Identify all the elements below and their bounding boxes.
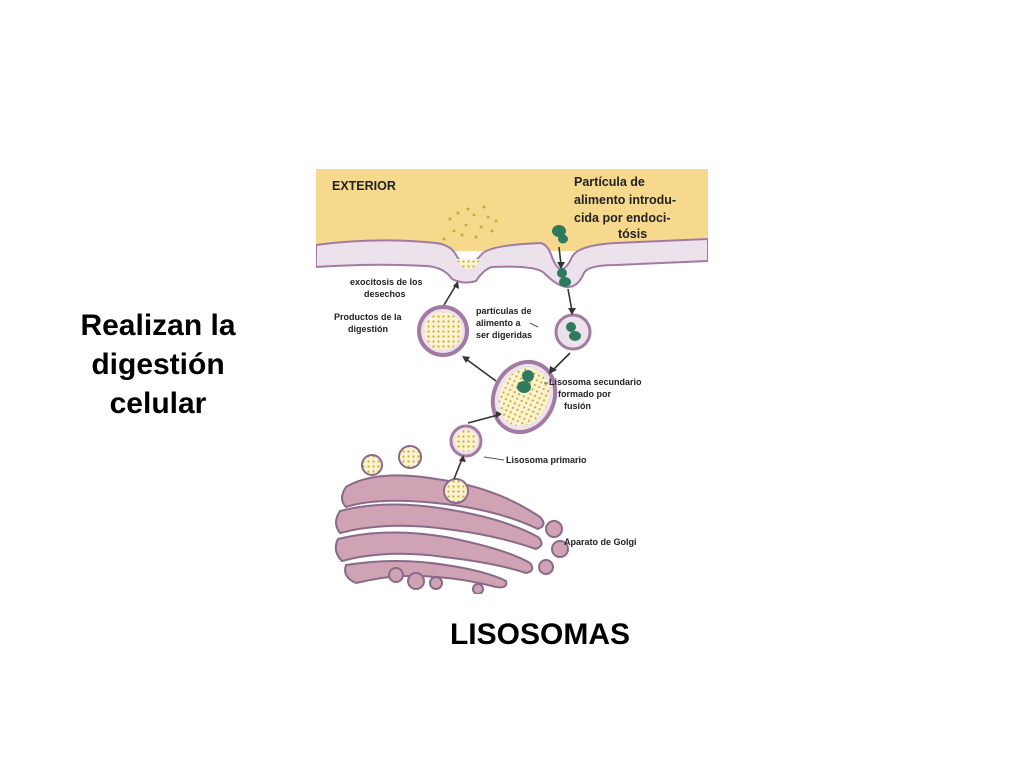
particle-label-line-4: tósis xyxy=(618,227,647,241)
slide-title: LISOSOMAS xyxy=(449,618,630,651)
primary-label: Lisosoma primario xyxy=(506,455,587,465)
particle-label-line-2: alimento introdu- xyxy=(574,193,676,207)
secondary-lysosome xyxy=(490,359,558,435)
exocytosis-pocket xyxy=(456,259,481,269)
products-label-line-2: digestión xyxy=(348,324,388,334)
golgi-label: Aparato de Golgi xyxy=(564,537,637,547)
particles-label-line-1: partículas de xyxy=(476,306,532,316)
lysosome-diagram: EXTERIOR Partícula de alimento introdu- … xyxy=(316,169,708,594)
exterior-region xyxy=(316,169,708,251)
food-particle-icon xyxy=(552,225,568,244)
products-label-line-1: Productos de la xyxy=(334,312,403,322)
particle-label-line-1: Partícula de xyxy=(574,175,645,189)
side-caption: Realizan la digestión celular xyxy=(40,306,276,423)
secondary-label-line-2: formado por xyxy=(558,389,611,399)
exocytosis-label-line-2: desechos xyxy=(364,289,406,299)
label-leaders xyxy=(483,322,548,461)
side-caption-line-2: digestión xyxy=(91,348,225,381)
golgi-apparatus xyxy=(334,445,569,594)
particles-label-line-3: ser digeridas xyxy=(476,330,532,340)
residual-body-vesicle xyxy=(417,305,469,357)
waste-dots xyxy=(442,205,498,241)
process-arrows xyxy=(443,246,573,480)
side-caption-line-3: celular xyxy=(109,387,207,420)
endocytic-vesicle xyxy=(554,313,592,351)
particle-label-line-3: cida por endoci- xyxy=(574,211,671,225)
endocytosis-particle-icon xyxy=(557,268,571,287)
side-caption-line-1: Realizan la xyxy=(80,309,236,342)
primary-lysosome xyxy=(449,424,483,458)
exterior-label: EXTERIOR xyxy=(332,179,396,193)
exocytosis-label-line-1: exocitosis de los xyxy=(350,277,423,287)
particles-label-line-2: alimento a xyxy=(476,318,522,328)
secondary-label-line-1: Lisosoma secundario xyxy=(549,377,642,387)
arrow-heads xyxy=(453,262,576,462)
secondary-label-line-3: fusión xyxy=(564,401,591,411)
